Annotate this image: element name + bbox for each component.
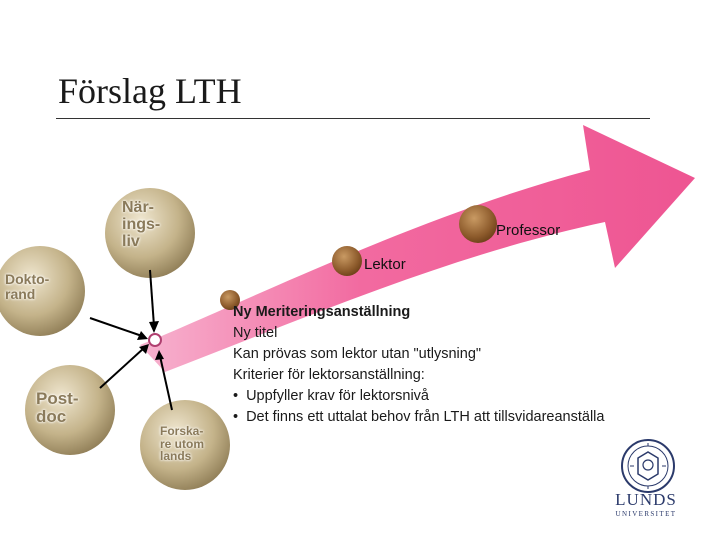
merge-node <box>148 333 162 347</box>
bubble-postdoc <box>25 365 115 455</box>
logo-subtitle: UNIVERSITET <box>615 510 677 518</box>
content-bullet: Uppfyller krav för lektorsnivå <box>233 386 604 407</box>
milestone-lektor <box>332 246 362 276</box>
content-heading: Ny Meriteringsanställning <box>233 304 411 320</box>
content-bullet: Det finns ett uttalat behov från LTH att… <box>233 407 604 428</box>
label-professor: Professor <box>496 222 561 239</box>
bubble-doktorand <box>0 246 85 336</box>
stage-forskare: Forska- re utom lands <box>160 424 205 464</box>
meriting-description: Ny Meriteringsanställning Ny titel Kan p… <box>233 302 604 428</box>
slide-title: Förslag LTH <box>58 71 242 111</box>
bubble-naringsliv <box>105 188 195 278</box>
content-line: Ny titel <box>233 325 278 341</box>
progress-arrow <box>140 125 695 372</box>
content-line: Kan prövas som lektor utan "utlysning" <box>233 346 482 362</box>
label-lektor: Lektor <box>364 256 406 273</box>
content-line: Kriterier för lektorsanställning: <box>233 367 425 383</box>
arrow-from-forskare <box>159 355 173 411</box>
stage-postdoc: Post- doc <box>36 389 79 426</box>
bubble-forskare <box>140 400 230 490</box>
arrow-from-doktorand <box>89 317 143 337</box>
title-divider <box>56 118 650 119</box>
milestone-merit <box>220 290 240 310</box>
university-seal-icon <box>621 439 675 493</box>
milestone-professor <box>459 205 497 243</box>
arrow-from-naringsliv <box>149 269 155 327</box>
stage-doktorand: Dokto- rand <box>5 271 50 302</box>
arrow-from-postdoc <box>99 347 145 389</box>
logo-name: LUNDS <box>615 490 677 509</box>
stage-naringsliv: När- ings- liv <box>122 199 161 250</box>
